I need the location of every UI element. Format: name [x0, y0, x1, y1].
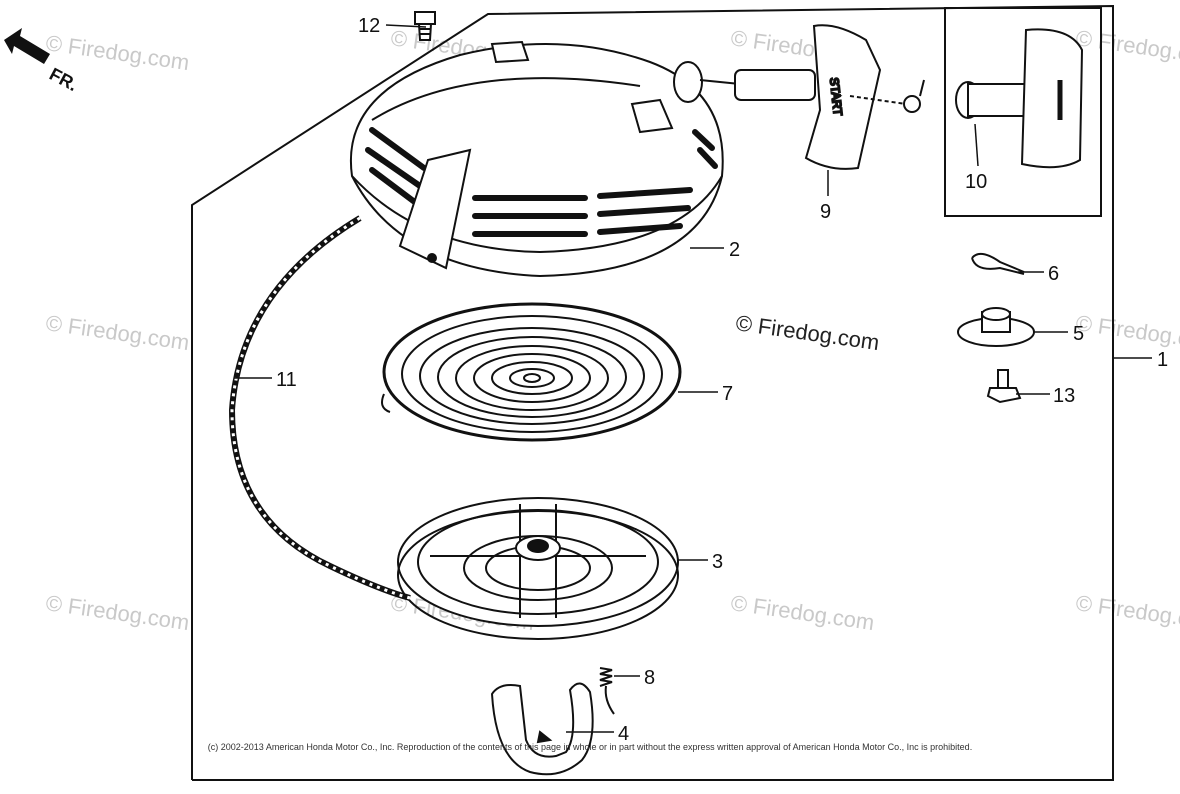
callout-11: 11 — [276, 369, 297, 391]
callout-8: 8 — [644, 667, 655, 689]
start-handle-icon: START — [673, 24, 925, 170]
callout-7: 7 — [722, 383, 733, 405]
ratchet-pawl-icon — [490, 682, 594, 776]
cap-washer-5-icon — [957, 307, 1035, 347]
pin-6-icon — [971, 252, 1025, 275]
bolt-12-icon — [414, 11, 436, 41]
callout-2: 2 — [729, 239, 740, 261]
recoil-cover-icon — [349, 40, 724, 278]
leader-lines — [234, 24, 1152, 733]
watermark-text: © Firedog.com — [44, 310, 191, 355]
watermark-text: © Firedog.com — [44, 30, 191, 75]
handle-start-text: START — [827, 77, 845, 117]
starter-rope-icon — [228, 215, 411, 601]
callout-labels: 12 9 10 2 6 5 1 13 7 11 3 8 4 — [276, 15, 1168, 745]
handle-grip-icon — [955, 28, 1084, 169]
watermark-text: © Firedog.com — [44, 590, 191, 635]
callout-9: 9 — [820, 201, 831, 223]
watermark-text: © Firedog.com — [729, 590, 876, 635]
copyright-notice: (c) 2002-2013 American Honda Motor Co., … — [207, 742, 973, 752]
callout-13: 13 — [1053, 385, 1075, 407]
callout-10: 10 — [965, 171, 987, 193]
watermark-text: © Firedog.com — [1074, 25, 1180, 70]
recoil-spring-icon — [381, 302, 682, 442]
callout-4: 4 — [618, 723, 629, 745]
callout-6: 6 — [1048, 263, 1059, 285]
watermark-text: © Firedog.com — [1074, 590, 1180, 635]
return-spring-icon — [599, 667, 615, 715]
callout-1: 1 — [1157, 349, 1168, 371]
watermark-main: © Firedog.com — [734, 310, 881, 355]
callout-5: 5 — [1073, 323, 1084, 345]
callout-3: 3 — [712, 551, 723, 573]
reel-pulley-icon — [397, 497, 679, 640]
direction-label: FR. — [46, 64, 81, 95]
callout-12: 12 — [358, 15, 380, 37]
bolt-13-icon — [986, 369, 1022, 404]
assembly-frame — [191, 4, 1114, 781]
